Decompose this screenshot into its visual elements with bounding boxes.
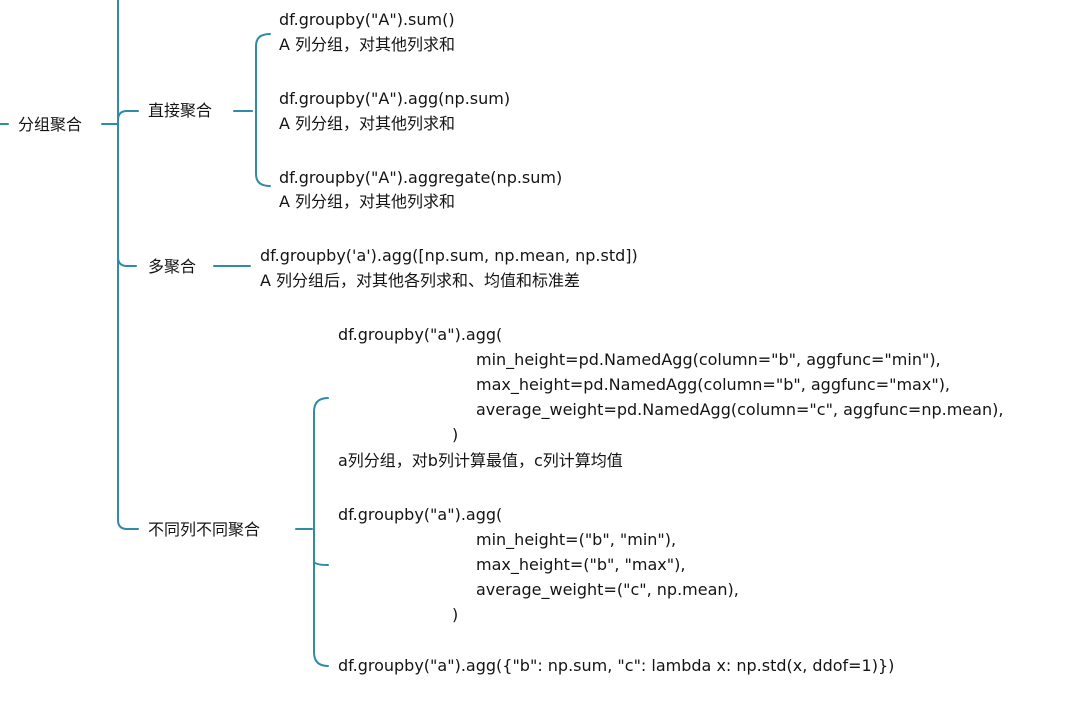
leaf-code-line[interactable]: average_weight=pd.NamedAgg(column="c", a… (476, 400, 1004, 419)
branch-1-bracket (255, 33, 271, 187)
leaf-code-line[interactable]: df.groupby("a").agg({"b": np.sum, "c": l… (338, 656, 895, 675)
leaf-code[interactable]: df.groupby("A").aggregate(np.sum) (279, 168, 563, 187)
leaf-description: A 列分组后，对其他各列求和、均值和标准差 (260, 271, 581, 290)
branch-3-bracket (313, 397, 329, 667)
leaf-description: A 列分组，对其他列求和 (279, 192, 456, 211)
leaf-description: A 列分组，对其他列求和 (279, 114, 456, 133)
branch-per-column-aggregation-label[interactable]: 不同列不同聚合 (148, 520, 261, 539)
leaf-code[interactable]: df.groupby("A").agg(np.sum) (279, 89, 511, 108)
main-bracket (117, 0, 139, 530)
leaf-code-line[interactable]: max_height=pd.NamedAgg(column="b", aggfu… (476, 375, 951, 394)
leaf-code-line[interactable]: df.groupby("a").agg( (338, 325, 503, 344)
leaf-code-line[interactable]: max_height=("b", "max"), (476, 555, 686, 574)
leaf-code-line[interactable]: min_height=("b", "min"), (476, 530, 677, 549)
branch-direct-aggregation-label[interactable]: 直接聚合 (148, 101, 213, 120)
branch-multi-aggregation-label[interactable]: 多聚合 (148, 257, 197, 276)
root-node-label[interactable]: 分组聚合 (18, 115, 83, 134)
leaf-code-line[interactable]: ) (452, 425, 459, 444)
leaf-code-line[interactable]: df.groupby("a").agg( (338, 505, 503, 524)
leaf-code-line[interactable]: min_height=pd.NamedAgg(column="b", aggfu… (476, 350, 941, 369)
leaf-description: a列分组，对b列计算最值，c列计算均值 (338, 451, 623, 470)
leaf-code[interactable]: df.groupby('a').agg([np.sum, np.mean, np… (260, 246, 638, 265)
leaf-code[interactable]: df.groupby("A").sum() (279, 10, 455, 29)
leaf-code-line[interactable]: ) (452, 605, 459, 624)
leaf-description: A 列分组，对其他列求和 (279, 35, 456, 54)
leaf-code-line[interactable]: average_weight=("c", np.mean), (476, 580, 739, 599)
